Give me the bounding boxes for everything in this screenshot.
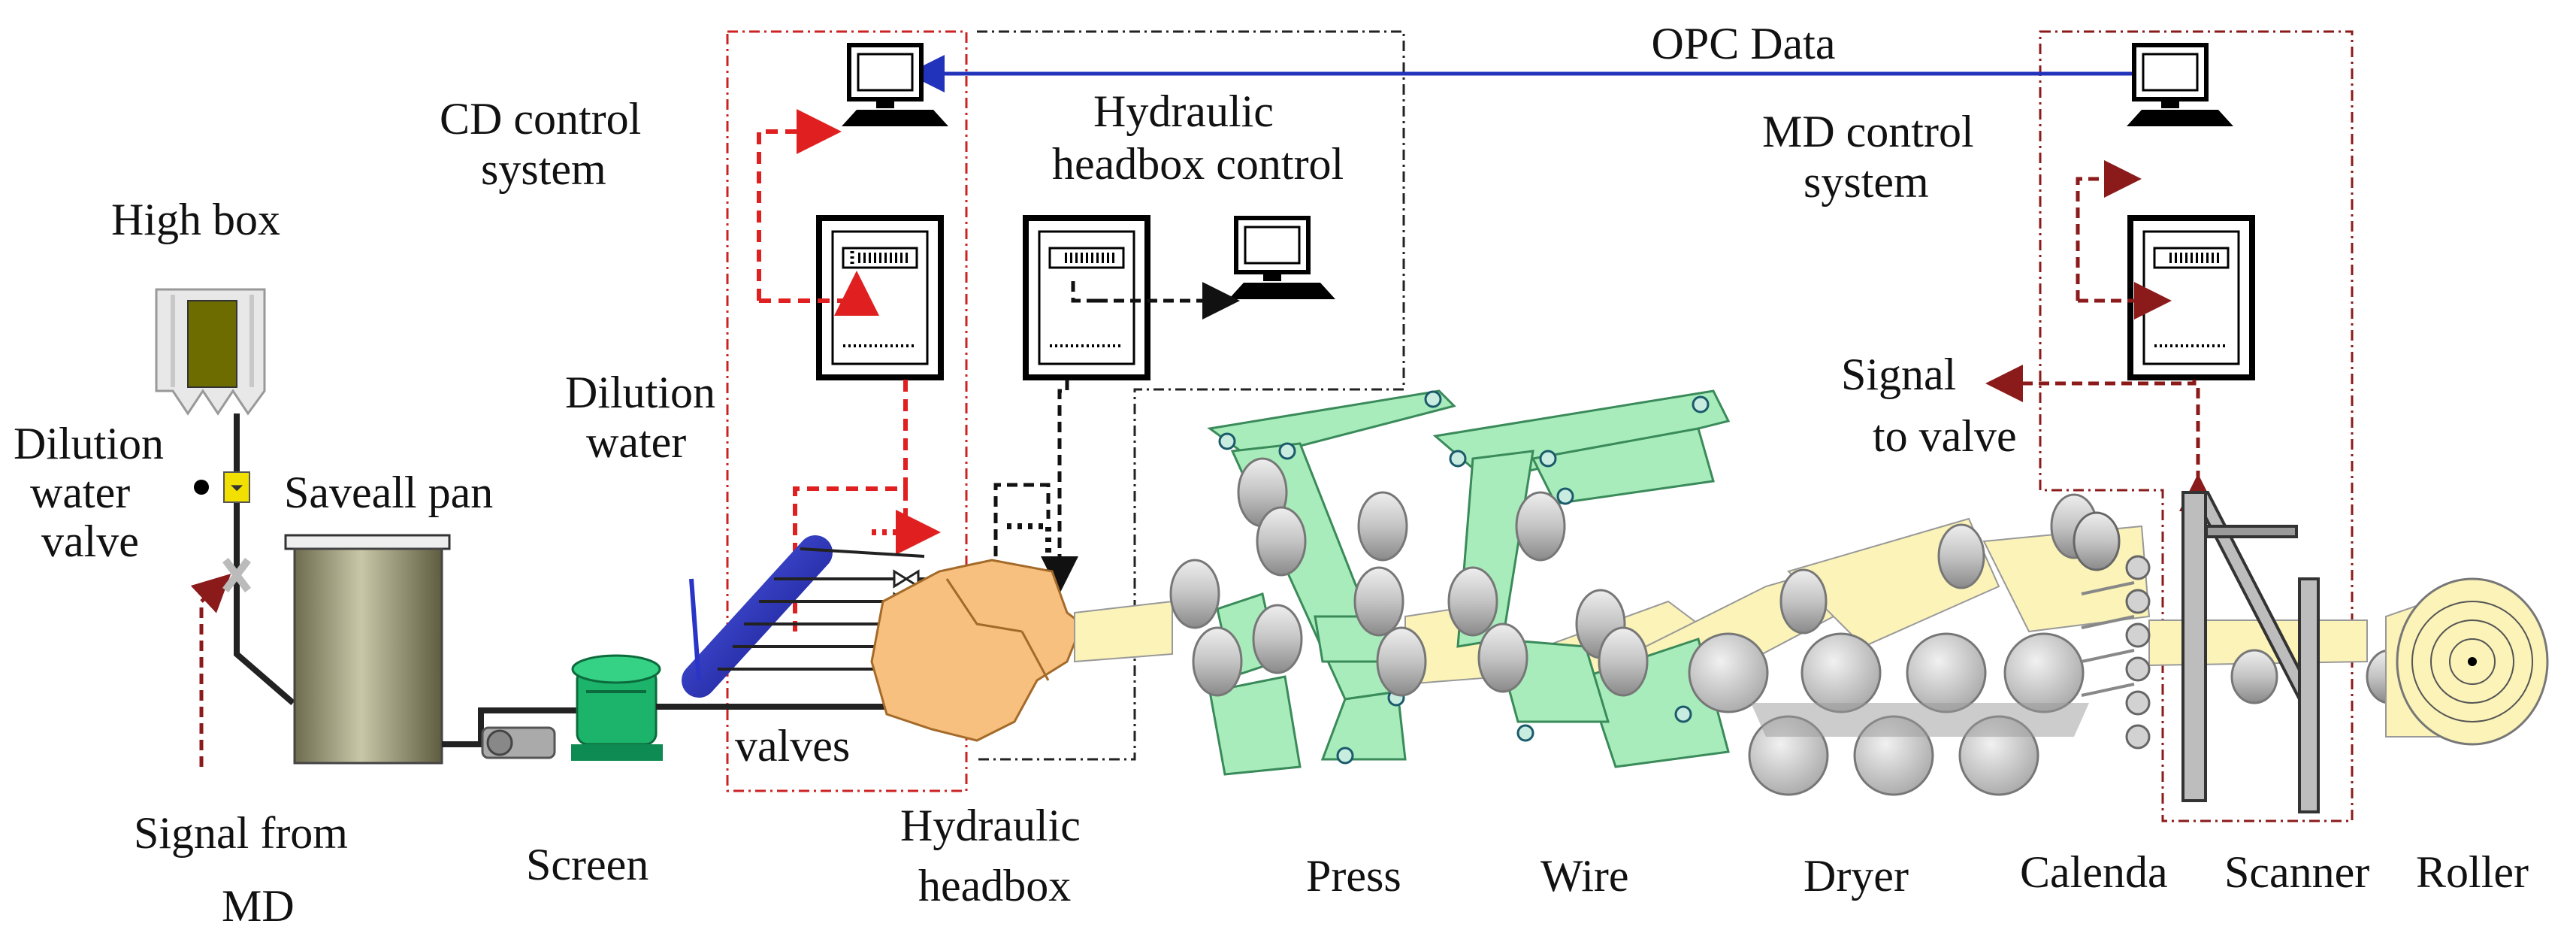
dryer-shadow	[1751, 703, 2089, 737]
label-signal-to-valve-2: to valve	[1873, 411, 2017, 461]
cd-signal-to-cabinet	[759, 271, 879, 316]
label-hydraulic-headbox-1: Hydraulic	[900, 801, 1081, 850]
dilution-valve-icon: ⏷	[194, 471, 251, 592]
label-hydraulic-control-1: Hydraulic	[1093, 86, 1274, 136]
pump-icon	[481, 726, 556, 759]
label-md-control-2: system	[1804, 157, 1929, 207]
md-control-boundary	[2039, 30, 2354, 822]
manifold-stub	[689, 578, 701, 681]
label-signal-to-valve-1: Signal	[1841, 350, 1956, 399]
press-rollers	[1169, 457, 1427, 697]
high-box	[155, 288, 266, 416]
label-roller: Roller	[2416, 847, 2529, 897]
hydraulic-signal-to-headbox	[1041, 380, 1078, 594]
label-signal-from-md-2: MD	[222, 881, 295, 931]
scanner-frame	[2181, 491, 2320, 813]
label-wire: Wire	[1540, 851, 1629, 901]
md-signal-to-computer	[2076, 160, 2142, 301]
label-press: Press	[1306, 851, 1401, 901]
cd-signal-to-computer	[757, 109, 842, 301]
hydraulic-controller-cabinet	[1023, 215, 1150, 380]
label-high-box: High box	[111, 195, 280, 244]
md-signal-to-valve	[1985, 365, 2197, 402]
calenda-stack	[2073, 511, 2151, 750]
reel-roll	[2385, 577, 2549, 746]
label-dryer: Dryer	[1804, 851, 1909, 901]
cd-signal-to-valves	[793, 380, 908, 632]
saveall-outlet-pipe	[442, 707, 592, 747]
wire-rollers	[1447, 491, 1649, 697]
label-hydraulic-headbox-2: headbox	[918, 861, 1071, 910]
label-dilution-valve-1: Dilution	[14, 419, 164, 468]
label-dilution-valve-2: water	[30, 468, 130, 517]
dilution-manifold-pipe	[682, 535, 833, 698]
cd-signal-down	[896, 489, 941, 555]
label-dilution-water-2: water	[586, 417, 686, 467]
label-saveall-pan: Saveall pan	[284, 468, 493, 517]
svg-text:⏷: ⏷	[230, 479, 243, 498]
cd-controller-cabinet	[816, 215, 944, 380]
hydraulic-signal-dotted	[1007, 523, 1051, 571]
label-calenda: Calenda	[2020, 847, 2168, 897]
hydraulic-computer-icon	[1229, 216, 1335, 299]
label-opc-data: OPC Data	[1652, 19, 1836, 68]
label-cd-control-2: system	[481, 144, 606, 194]
label-signal-from-md-1: Signal from	[134, 808, 348, 858]
saveall-pan-tank	[284, 534, 451, 765]
label-screen: Screen	[526, 840, 649, 889]
diagram-labels: OPC Data CD control system Hydraulic hea…	[14, 19, 2529, 931]
hydraulic-control-boundary	[977, 30, 1405, 761]
calenda-frame	[2081, 581, 2135, 697]
screen-unit	[571, 654, 663, 761]
hydraulic-signal-cabinet	[1071, 281, 1097, 303]
hydraulic-headbox	[870, 559, 1084, 742]
md-controller-cabinet	[2127, 215, 2255, 380]
label-dilution-valve-3: valve	[41, 516, 139, 566]
label-dilution-water-1: Dilution	[565, 368, 715, 417]
md-computer-icon	[2127, 43, 2233, 126]
label-cd-control-1: CD control	[440, 94, 641, 144]
label-scanner: Scanner	[2224, 847, 2369, 897]
paper-web	[1074, 600, 1173, 663]
label-md-control-1: MD control	[1762, 107, 1974, 156]
cd-control-boundary	[726, 30, 968, 792]
label-hydraulic-control-2: headbox control	[1052, 139, 1344, 189]
felt-guide-rollers	[1218, 390, 1710, 765]
press-felts	[1207, 389, 1456, 776]
hydraulic-signal-loop	[993, 483, 1051, 556]
signal-from-md-line	[190, 574, 231, 767]
cd-computer-icon	[842, 43, 948, 126]
label-valves: valves	[735, 721, 850, 771]
